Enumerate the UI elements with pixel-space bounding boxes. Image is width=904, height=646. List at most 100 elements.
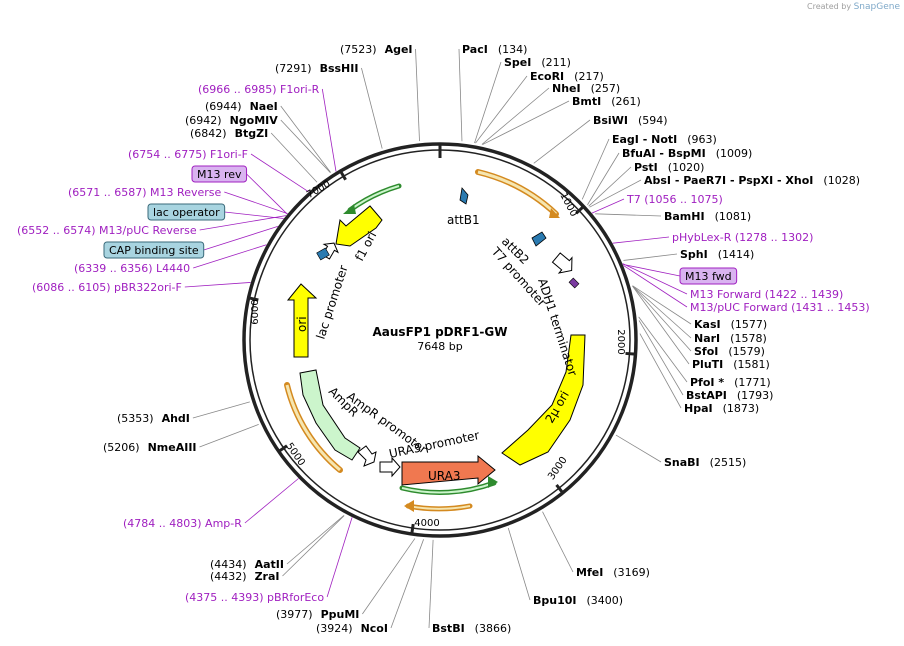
site-position: (4432) [210, 570, 247, 583]
site-leader [632, 285, 692, 325]
site-sfoi: SfoI (1579) [694, 345, 765, 358]
orf-arc-top-left [347, 183, 402, 213]
primer-pbrforeco: (4375 .. 4393) pBRforEco [185, 591, 324, 604]
ori-feature [286, 283, 318, 358]
site-leader [632, 285, 692, 339]
site-leader [475, 75, 528, 144]
site-leader [623, 253, 678, 261]
site-leader [474, 61, 502, 144]
orf-arrow-head [549, 208, 560, 218]
site-zrai: ZraI (4432) [210, 570, 280, 583]
site-leader [362, 538, 416, 615]
feature-label-adh1-terminator: ADH1 terminator [535, 277, 580, 378]
box-leader [246, 173, 288, 215]
attb1-feature [459, 187, 469, 205]
orf-arrow-head-2 [343, 204, 356, 214]
site-name: ZraI [255, 570, 280, 583]
primer-leader [244, 478, 299, 524]
feature-label-attb1: attB1 [447, 213, 480, 227]
site-leader [286, 515, 345, 565]
site-name: BtgZI [235, 127, 269, 140]
site-name: PpuMI [321, 608, 360, 621]
site-pfoi: PfoI *(1771) [690, 376, 771, 389]
site-name: NarI [694, 332, 720, 345]
tick-mark-7000 [339, 170, 347, 181]
site-name: NaeI [250, 100, 278, 113]
ura3-feature [401, 454, 496, 486]
site-ecori: EcoRI(217) [530, 70, 604, 83]
box-leader [622, 263, 681, 277]
box-frame [191, 165, 248, 183]
feature-label-ura3: URA3 [428, 469, 460, 483]
site-pluti: PluTI(1581) [692, 358, 770, 371]
site-snabi: SnaBI(2515) [664, 456, 746, 469]
site-ncoi: NcoI(3924) [316, 622, 388, 635]
site-leader [280, 119, 331, 173]
site-position: (1414) [718, 248, 755, 261]
primer-leader [623, 265, 688, 308]
tick-label-4000: 4000 [414, 518, 439, 529]
box-label: CAP binding site [109, 244, 199, 257]
site-name: SfoI [694, 345, 718, 358]
ampr-promoter-arrow [357, 445, 377, 467]
primer-leader [321, 88, 337, 172]
snapgene-logo: SnapGene [853, 2, 900, 12]
site-leader [507, 527, 531, 601]
site-leader [589, 179, 642, 208]
site-leader [587, 152, 620, 206]
restriction-site-labels: AgeI(7523)BssHII(7291)NaeI(6944)NgoMIV(6… [103, 43, 860, 635]
site-position: (6842) [190, 127, 227, 140]
site-name: BsiWI [593, 114, 628, 127]
primer-pbr322ori-f: (6086 .. 6105) pBR322ori-F [32, 281, 182, 294]
primer-mark [568, 277, 580, 289]
site-position: (963) [687, 133, 717, 146]
features-layer [284, 169, 586, 512]
site-leader [632, 285, 692, 352]
site-bfuai-bspmi: BfuAI - BspMI(1009) [622, 147, 752, 160]
site-position: (594) [638, 114, 668, 127]
site-position: (3169) [613, 566, 650, 579]
primer-m13-puc-forward: M13/pUC Forward (1431 .. 1453) [690, 301, 870, 314]
feature-label-lac-promoter: lac promoter [314, 264, 351, 341]
site-name: NmeAIII [148, 441, 197, 454]
site-position: (7523) [340, 43, 377, 56]
box-frame [147, 203, 226, 221]
site-bsiwi: BsiWI (594) [593, 114, 668, 127]
site-leader [390, 539, 424, 629]
site-leader [638, 316, 688, 383]
site-position: (1579) [728, 345, 765, 358]
site-position: (261) [611, 95, 641, 108]
snapgene-credit: Created by SnapGene [807, 2, 900, 12]
tick-mark-3000 [555, 484, 564, 494]
site-aatii: AatII(4434) [210, 558, 284, 571]
site-position: (211) [541, 56, 571, 69]
site-name: HpaI [684, 402, 713, 415]
tick-label-7000: 7000 [305, 179, 333, 201]
site-leader [533, 119, 591, 164]
site-agei: AgeI (7523) [340, 43, 413, 56]
feature-label-ori: ori [295, 316, 309, 332]
site-position: (6942) [185, 114, 222, 127]
box-cap-binding-site: CAP binding site [103, 241, 205, 259]
orf-arc-top-right [475, 169, 559, 217]
site-name: AgeI [385, 43, 413, 56]
primer-leader [612, 236, 670, 244]
orf-arc-top-right-fill [477, 170, 558, 216]
site-name: PfoI * [690, 376, 724, 389]
box-label: M13 rev [197, 168, 242, 181]
site-position: (3977) [276, 608, 313, 621]
primer-leader [622, 263, 688, 295]
tick-mark-5000 [277, 444, 288, 453]
site-name: BstAPI [686, 389, 727, 402]
tick-label-2000: 2000 [615, 329, 626, 354]
site-name: AatII [255, 558, 284, 571]
site-ppumi: PpuMI (3977) [276, 608, 359, 621]
site-position: (1009) [716, 147, 753, 160]
site-bmti: BmtI(261) [572, 95, 641, 108]
site-position: (5353) [117, 412, 154, 425]
primer-f1ori-f: (6754 .. 6775) F1ori-F [128, 148, 248, 161]
site-sphi: SphI(1414) [680, 248, 754, 261]
tick-mark-6000 [248, 296, 259, 302]
